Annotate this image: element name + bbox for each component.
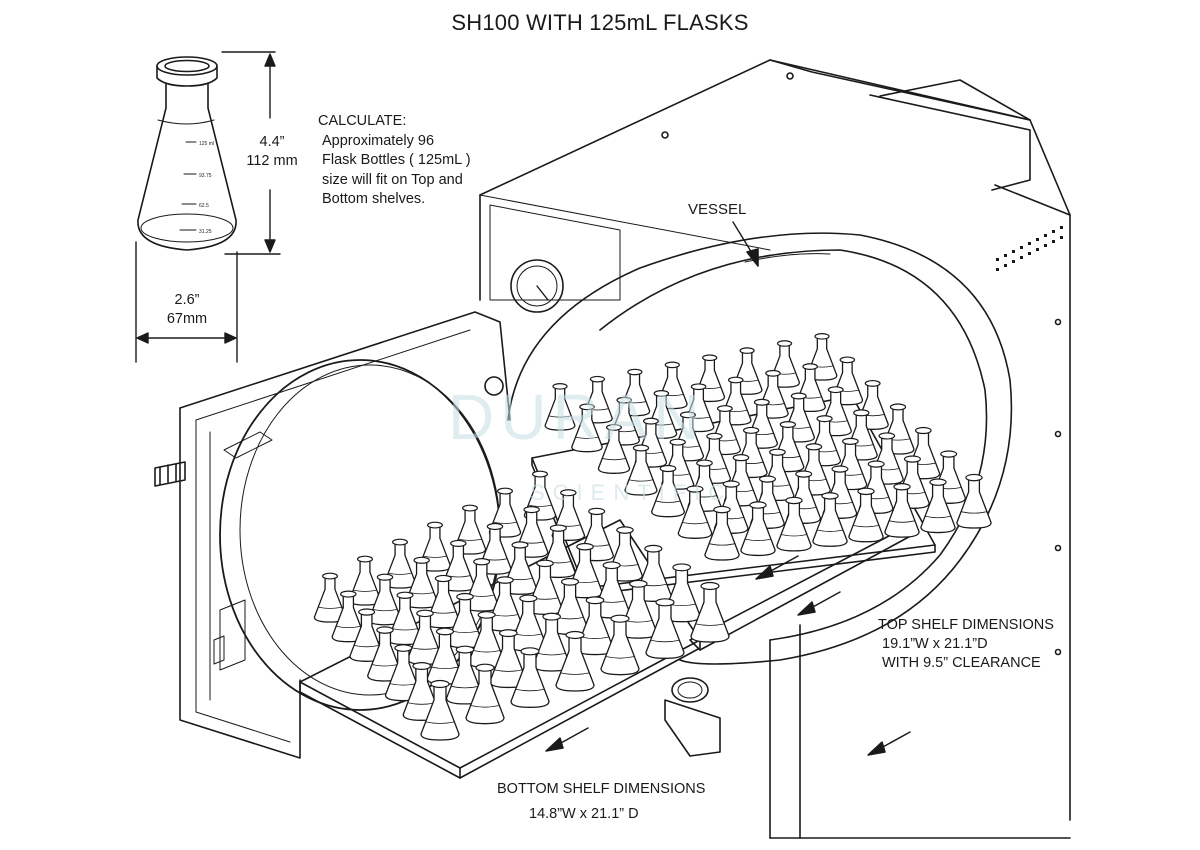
flask-width-label: 2.6” 67mm — [150, 291, 224, 329]
shelf-flask — [571, 403, 603, 453]
shelf-flask — [677, 485, 713, 539]
autoclave-body — [479, 59, 1071, 839]
watermark-logo: DURAN — [448, 381, 706, 453]
calculate-heading: CALCULATE: — [318, 113, 407, 129]
shelf-flask — [384, 644, 422, 702]
reference-flask — [137, 56, 237, 251]
graduation-93: 93.75 — [199, 173, 212, 179]
flask-width-metric: 67mm — [166, 311, 208, 327]
shelf-flask — [920, 478, 956, 534]
shelf-flask — [624, 444, 658, 496]
shelf-flask — [600, 614, 640, 676]
shelf-flask — [510, 647, 550, 708]
shelf-flask — [349, 608, 385, 662]
calculate-line: Bottom shelves. — [322, 191, 426, 207]
shelf-flask — [812, 492, 848, 547]
bottom-shelf-size: 14.8”W x 21.1” D — [529, 806, 639, 822]
bottom-shelf-heading: BOTTOM SHELF DIMENSIONS — [497, 781, 706, 797]
flask-height-imperial: 4.4” — [259, 134, 285, 150]
shelf-flask — [465, 663, 505, 725]
shelf-flask — [544, 382, 576, 431]
shelf-flask — [445, 645, 485, 705]
height-dimension-line — [221, 51, 281, 255]
top-shelf-callout: TOP SHELF DIMENSIONS 19.1”W x 21.1”D WIT… — [878, 616, 1054, 673]
top-shelf-heading: TOP SHELF DIMENSIONS — [878, 617, 1054, 633]
shelf-flask — [704, 505, 740, 561]
top-shelf-size: 19.1”W x 21.1”D — [882, 636, 988, 652]
shelf-flask — [420, 679, 460, 741]
calculate-line: Flask Bottles ( 125mL ) — [322, 152, 471, 168]
watermark-subtext: SCIENTIFIC — [530, 480, 733, 505]
shelf-flask — [884, 482, 920, 538]
graduation-31: 31.25 — [199, 229, 212, 235]
shelf-flask — [651, 464, 685, 518]
graduation-125: 125 ml — [199, 141, 214, 147]
shelf-flask — [740, 501, 776, 557]
shelf-flask — [555, 630, 595, 692]
flask-height-label: 4.4” 112 mm — [240, 133, 304, 171]
vessel-label: VESSEL — [688, 201, 747, 218]
shelf-flask — [956, 473, 992, 529]
width-dimension-line — [135, 241, 238, 363]
flask-array — [313, 332, 992, 741]
calculate-line: size will fit on Top and — [322, 171, 463, 188]
shelf-flask — [690, 581, 730, 643]
shelf-flask — [348, 555, 382, 606]
direction-arrows — [545, 555, 911, 756]
shelf-flask — [645, 598, 685, 659]
page-title: SH100 WITH 125mL FLASKS — [451, 10, 749, 35]
graduation-62: 62.5 — [199, 203, 209, 209]
shelf-flask — [776, 496, 812, 552]
vessel — [507, 221, 1013, 665]
calculate-line: Approximately 96 — [322, 132, 435, 149]
shelf-flask — [597, 423, 631, 474]
shelf-flask — [567, 542, 603, 599]
top-shelf-clearance: WITH 9.5” CLEARANCE — [882, 655, 1041, 671]
flask-width-imperial: 2.6” — [174, 292, 200, 308]
calculate-note: CALCULATE: Approximately 96 Flask Bottle… — [318, 112, 471, 210]
shelf-flask — [848, 487, 884, 543]
flask-height-metric: 112 mm — [246, 153, 298, 169]
bottom-shelf-callout: BOTTOM SHELF DIMENSIONS 14.8”W x 21.1” D — [497, 780, 705, 824]
